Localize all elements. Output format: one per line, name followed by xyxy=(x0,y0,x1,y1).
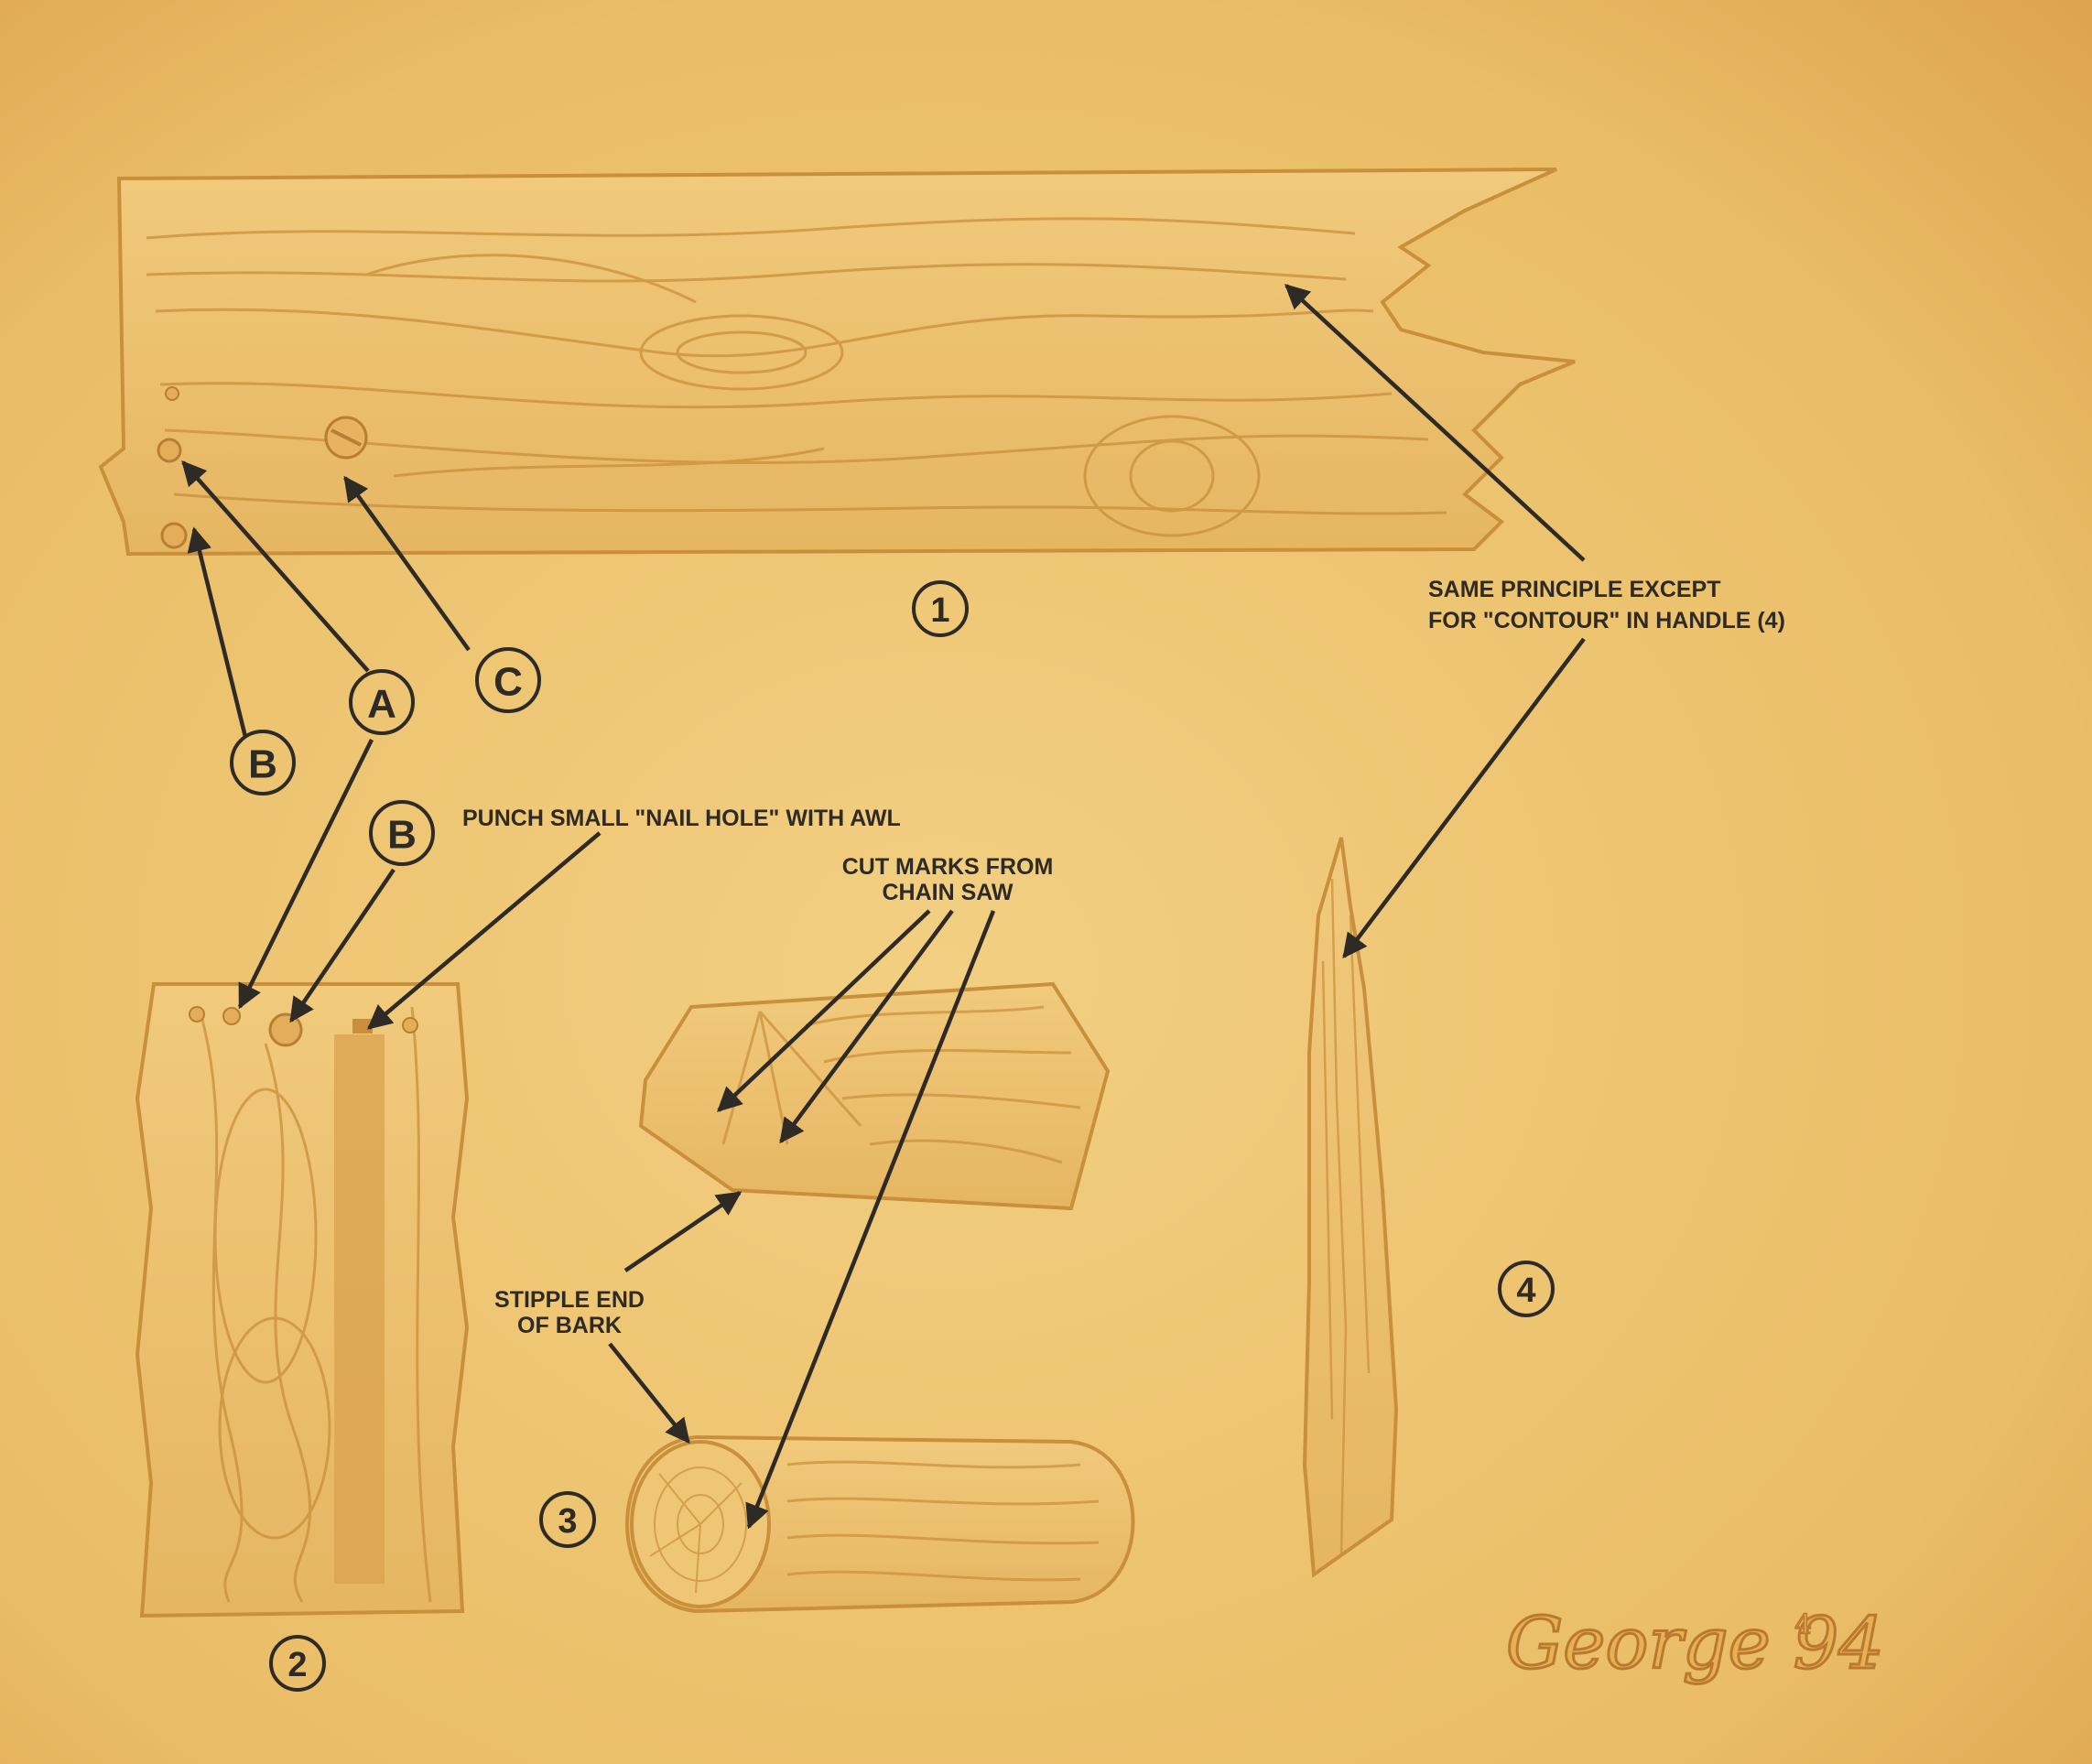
plank-nail-hole-3 xyxy=(403,1018,417,1033)
note-same-principle-line2: FOR "CONTOUR" IN HANDLE (4) xyxy=(1428,608,1785,633)
screw-head xyxy=(326,417,366,458)
small-hole xyxy=(166,387,179,400)
note-stipple-line2: OF BARK xyxy=(517,1313,622,1338)
nail-hole-b-upper xyxy=(162,524,186,547)
note-stipple-line1: STIPPLE END xyxy=(494,1287,645,1313)
svg-text:4: 4 xyxy=(1794,1609,1812,1641)
callout-b-lower-label: B xyxy=(387,813,417,858)
callout-b-upper-label: B xyxy=(248,742,277,787)
plank-nail-hole-2 xyxy=(223,1008,240,1024)
figure-number-3-label: 3 xyxy=(558,1502,577,1541)
plank-nail-hole-1 xyxy=(190,1007,204,1022)
plank-groove xyxy=(334,1034,385,1584)
plank-screw-hole xyxy=(270,1014,301,1045)
figure-number-2-label: 2 xyxy=(287,1646,307,1684)
board-illustration xyxy=(101,169,1575,554)
figure-number-1-label: 1 xyxy=(930,591,949,630)
callout-a-upper-label: A xyxy=(367,682,396,727)
note-cut-marks-line2: CHAIN SAW xyxy=(882,880,1013,905)
plank-illustration xyxy=(137,984,467,1616)
figure-number-4-label: 4 xyxy=(1516,1272,1535,1310)
callout-c-upper-label: C xyxy=(493,660,523,705)
note-punch-nail-hole: PUNCH SMALL "NAIL HOLE" WITH AWL xyxy=(462,806,901,831)
note-cut-marks-line1: CUT MARKS FROM xyxy=(842,854,1054,880)
artist-signature: George 94 4 xyxy=(1506,1603,1884,1685)
svg-text:George 94: George 94 xyxy=(1506,1603,1884,1685)
nail-hole-a-upper xyxy=(158,439,180,461)
log-illustration xyxy=(627,1437,1133,1611)
note-same-principle-line1: SAME PRINCIPLE EXCEPT xyxy=(1428,577,1721,602)
